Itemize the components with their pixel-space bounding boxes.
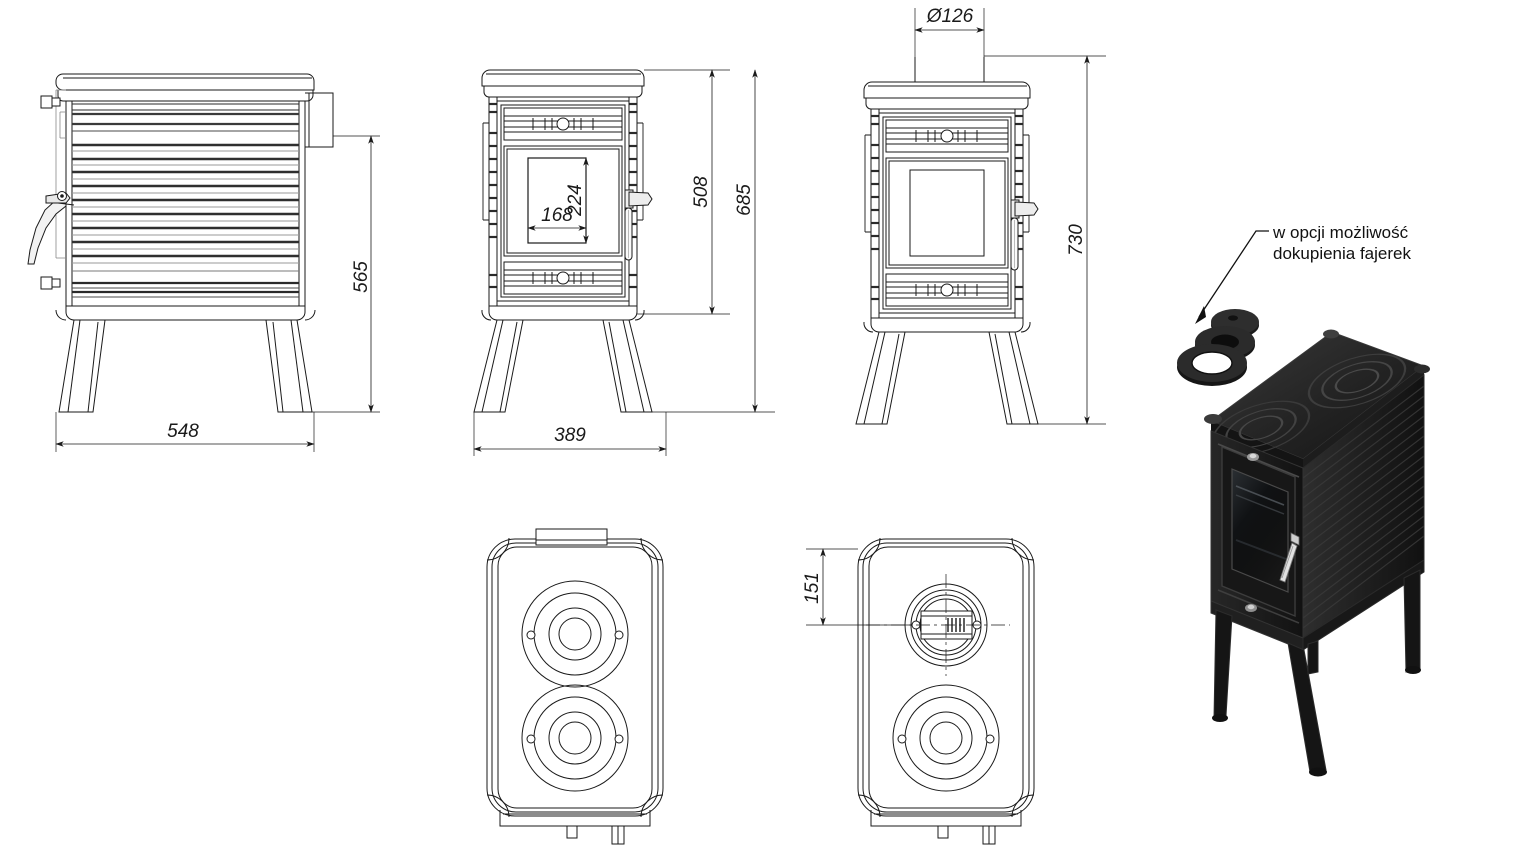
dimension-label-508: 508 <box>691 176 712 208</box>
cooking-plate-upper <box>521 580 629 688</box>
dimension-548: 548 <box>55 412 315 452</box>
front-bottom-knob <box>556 271 570 285</box>
render-cooking-plate-rear <box>1307 353 1407 409</box>
cooking-plate-lower <box>521 684 629 792</box>
front-door-panel <box>503 145 623 257</box>
dimension-label-565: 565 <box>351 261 372 293</box>
render-legs <box>1212 569 1421 777</box>
dimension-label-flue-126: Ø126 <box>926 6 974 27</box>
flue-view-front-lip <box>870 810 1022 845</box>
render-loose-rings <box>1177 309 1259 386</box>
top-plan-flue-outlet-view: 151 <box>802 537 1035 845</box>
top-plan-cooking-plates-view <box>486 528 664 845</box>
front-legs <box>473 306 653 413</box>
cooking-plate-lower-screws <box>526 734 624 744</box>
dimension-label-685: 685 <box>734 184 755 216</box>
flue-view-cooking-plate <box>892 684 1000 792</box>
side-ribs <box>72 103 299 298</box>
rear-bottom-grille <box>885 273 1009 307</box>
side-elevation-view: 565 548 <box>27 73 380 452</box>
dimension-label-389: 389 <box>554 425 586 446</box>
flue-view-plate-screws <box>897 734 995 744</box>
front-side-fins <box>482 122 644 221</box>
front-bottom-grille-ticks <box>532 272 594 284</box>
render-front-panel <box>1210 430 1304 639</box>
dimension-508: 508 <box>637 69 730 315</box>
side-latch-lug-bottom <box>40 276 61 290</box>
render-top-plate <box>1204 329 1430 468</box>
dimension-730: 730 <box>984 55 1106 425</box>
top-plan-front-lip <box>499 810 651 845</box>
render-bottom-apron <box>1210 559 1425 651</box>
front-left-ribs <box>489 102 497 289</box>
front-elevation-view: 224 168 508 685 389 <box>473 69 775 456</box>
front-top-plate <box>481 69 645 98</box>
dimension-168: 168 <box>527 205 587 231</box>
dimension-label-224: 224 <box>565 184 586 217</box>
front-top-grille-ticks <box>532 118 594 130</box>
dimension-685: 685 <box>652 69 775 413</box>
dimension-label-548: 548 <box>167 421 199 442</box>
dimension-389: 389 <box>473 412 667 456</box>
render-annotation-line1: w opcji możliwość <box>1272 223 1409 242</box>
render-leg-front-center <box>1287 642 1327 773</box>
render-leg-rear-right <box>1403 569 1421 673</box>
side-door-handle <box>27 191 75 265</box>
render-leg-rear-left <box>1307 640 1319 675</box>
product-render-view: w opcji możliwość dokupienia fajerek <box>1177 223 1430 777</box>
front-bottom-grille <box>503 261 623 295</box>
rear-door-panel <box>885 157 1009 269</box>
rear-bottom-grille-ticks <box>915 284 978 296</box>
side-top-plate <box>55 73 315 102</box>
render-leg-front-left <box>1213 609 1233 719</box>
rear-elevation-view: Ø126 730 <box>855 6 1106 425</box>
rear-top-plate <box>863 81 1031 110</box>
front-top-grille <box>503 107 623 141</box>
rear-legs <box>855 318 1039 425</box>
dimension-565: 565 <box>312 135 380 413</box>
cooking-plate-upper-screws <box>526 630 624 640</box>
top-plan-flue-stub <box>535 528 608 546</box>
rear-frame <box>878 112 1016 314</box>
side-latch-lug-top <box>40 95 61 109</box>
render-annotation-line2: dokupienia fajerek <box>1273 244 1411 263</box>
side-legs <box>55 306 316 413</box>
rear-top-knob <box>940 129 954 143</box>
front-top-knob <box>556 117 570 131</box>
side-internal-edges <box>55 89 66 259</box>
dimension-label-730: 730 <box>1066 224 1087 256</box>
render-annotation-leader <box>1195 230 1269 324</box>
side-flue-collar <box>305 92 334 148</box>
rear-left-ribs <box>871 114 879 301</box>
rear-flue-pipe <box>914 57 985 82</box>
dimension-151: 151 <box>802 548 912 626</box>
dimension-label-151: 151 <box>802 572 823 604</box>
rear-side-fins <box>864 134 1030 233</box>
dimension-flue-126: Ø126 <box>914 6 985 57</box>
flue-centerlines <box>866 574 1010 676</box>
dimension-label-168: 168 <box>541 205 573 226</box>
side-body-outline <box>65 101 306 307</box>
rear-door-handle <box>1010 199 1039 271</box>
rear-top-grille-ticks <box>915 130 978 142</box>
rear-bottom-knob <box>940 283 954 297</box>
front-door-handle <box>624 189 653 261</box>
